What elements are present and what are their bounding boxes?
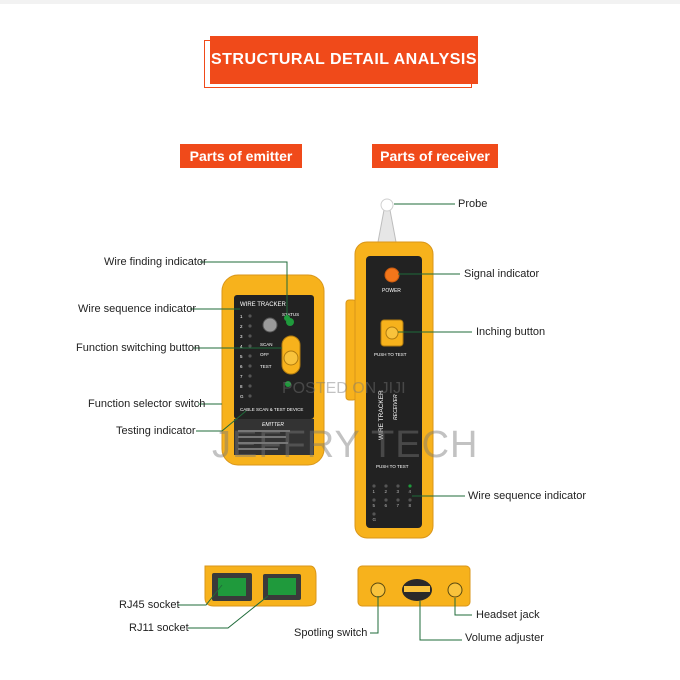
emitter-led	[248, 374, 252, 378]
emitter-brand-text: WIRE TRACKER	[240, 302, 287, 308]
emitter-led	[248, 364, 252, 368]
receiver-push-text: PUSH TO TEST	[374, 352, 407, 357]
receiver-brand-text: WIRE TRACKER	[378, 390, 385, 440]
receiver-device: POWER PUSH TO TEST WIRE TRACKER RECEIVER…	[345, 198, 434, 539]
receiver-led-grid: 1 2 3 4 5 6 7 8G	[372, 484, 412, 522]
top-divider	[0, 0, 680, 4]
emitter-section-title: Parts of emitter	[180, 144, 302, 168]
callout-lines	[178, 203, 472, 641]
emitter-led-number: G	[240, 394, 244, 399]
watermark-line2: JEFFRY TECH	[212, 424, 479, 466]
receiver-led-number: 2	[385, 489, 388, 494]
emitter-scan-text: SCAN	[260, 342, 273, 347]
emitter-status-text: STATUS	[282, 312, 299, 317]
receiver-led	[372, 484, 376, 488]
receiver-led-number: 3	[397, 489, 400, 494]
receiver-led	[396, 484, 400, 488]
label-wire-sequence-indicator-receiver: Wire sequence indicator	[468, 490, 587, 502]
receiver-signal-led	[384, 267, 400, 283]
emitter-led	[248, 344, 252, 348]
emitter-sockets-view	[204, 565, 317, 607]
emitter-testing-led	[285, 381, 291, 387]
emitter-led	[248, 314, 252, 318]
receiver-push2-text: PUSH TO TEST	[376, 464, 409, 469]
label-wire-sequence-indicator-emitter: Wire sequence indicator	[78, 303, 197, 315]
emitter-test-text: TEST	[260, 364, 272, 369]
emitter-led-number: 4	[240, 344, 243, 349]
emitter-led	[248, 384, 252, 388]
label-testing-indicator: Testing indicator	[116, 425, 196, 437]
title-banner: STRUCTURAL DETAIL ANALYSIS	[204, 36, 478, 88]
emitter-switch-button	[262, 317, 278, 333]
emitter-led	[248, 354, 252, 358]
label-function-selector-switch: Function selector switch	[88, 398, 206, 410]
receiver-led	[384, 498, 388, 502]
emitter-led	[248, 394, 252, 398]
emitter-led-number: 2	[240, 324, 243, 329]
watermark-line1: POSTED ON JIJI	[282, 380, 406, 397]
receiver-led-number: G	[373, 517, 377, 522]
label-signal-indicator: Signal indicator	[464, 268, 540, 280]
label-inching-button: Inching button	[476, 326, 546, 338]
receiver-led-number: 4	[409, 489, 412, 494]
receiver-section-title: Parts of receiver	[372, 144, 498, 168]
receiver-led	[396, 498, 400, 502]
label-volume-adjuster: Volume adjuster	[465, 632, 544, 644]
receiver-led	[372, 498, 376, 502]
receiver-led-number: 5	[373, 503, 376, 508]
receiver-led-number: 7	[397, 503, 400, 508]
emitter-led-number: 3	[240, 334, 243, 339]
receiver-name-text: RECEIVER	[393, 394, 399, 420]
receiver-led-number: 1	[373, 489, 376, 494]
emitter-led-number: 7	[240, 374, 243, 379]
emitter-led-number: 8	[240, 384, 243, 389]
receiver-bottom-view	[357, 565, 471, 607]
receiver-led	[384, 484, 388, 488]
emitter-name-text: EMITTER	[262, 422, 284, 428]
headset-jack-shape	[447, 582, 463, 598]
label-function-switching-button: Function switching button	[76, 342, 201, 354]
spotting-switch-shape	[370, 582, 386, 598]
label-probe: Probe	[458, 198, 488, 210]
emitter-led-number: 6	[240, 364, 243, 369]
emitter-led-number: 5	[240, 354, 243, 359]
label-headset-jack: Headset jack	[476, 609, 540, 621]
label-rj45-socket: RJ45 socket	[119, 599, 180, 611]
receiver-led	[372, 512, 376, 516]
page-title: STRUCTURAL DETAIL ANALYSIS	[210, 51, 478, 68]
receiver-led	[408, 484, 412, 488]
receiver-led-number: 6	[385, 503, 388, 508]
emitter-model-text: CABLE SCAN & TEST DEVICE	[240, 407, 303, 412]
receiver-power-text: POWER	[382, 288, 401, 294]
emitter-device: WIRE TRACKER STATUS SCAN OFF TEST 1 2 3 4 5 6…	[221, 274, 325, 466]
emitter-led	[248, 324, 252, 328]
label-rj11-socket: RJ11 socket	[129, 622, 189, 634]
label-spotting-switch: Spotling switch	[294, 627, 368, 639]
emitter-led	[248, 334, 252, 338]
label-wire-finding-indicator: Wire finding indicator	[104, 256, 207, 268]
receiver-led	[408, 498, 412, 502]
emitter-led-number: 1	[240, 314, 243, 319]
emitter-off-text: OFF	[260, 352, 269, 357]
receiver-probe-tip	[380, 198, 394, 212]
receiver-led-number: 8	[409, 503, 412, 508]
emitter-led-column: 1 2 3 4 5 6 7 8G	[240, 314, 252, 399]
